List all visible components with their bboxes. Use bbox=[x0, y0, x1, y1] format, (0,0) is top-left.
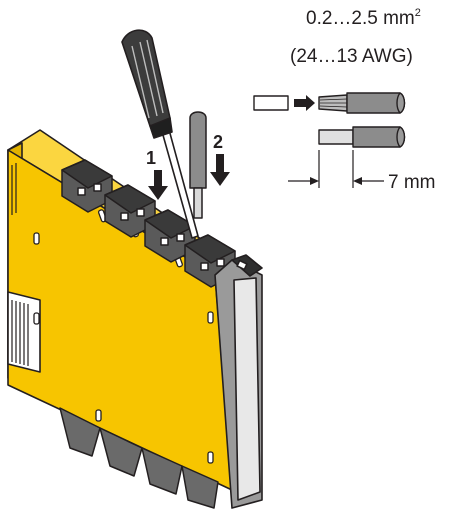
terminal-block-3 bbox=[144, 209, 196, 263]
insert-arrow bbox=[294, 95, 315, 111]
step-2-label: 2 bbox=[213, 132, 223, 152]
ferrule bbox=[253, 95, 289, 111]
strands bbox=[319, 98, 348, 108]
wire-range-label: 0.2…2.5 mm2 bbox=[306, 7, 421, 29]
bottom-plug-2 bbox=[99, 427, 143, 477]
bottom-terminals bbox=[59, 407, 219, 509]
vent-ribs bbox=[11, 163, 17, 215]
dim-arrow-left bbox=[310, 177, 319, 185]
screwdriver bbox=[121, 29, 199, 239]
dim-arrow-right bbox=[353, 177, 362, 185]
cable-end-bottom bbox=[396, 126, 406, 148]
wire-range-value: 0.2…2.5 mm bbox=[306, 8, 415, 29]
step-2-arrow bbox=[210, 154, 230, 186]
wire-conductor bbox=[193, 187, 203, 219]
step-arrows bbox=[148, 154, 230, 200]
rail-clip-ribs bbox=[11, 300, 29, 366]
step-1-arrow bbox=[148, 170, 168, 200]
cable-insulation-top bbox=[346, 92, 406, 114]
bottom-plug-1 bbox=[59, 407, 101, 457]
strip-length-dimension bbox=[288, 150, 384, 188]
solid-conductor bbox=[318, 129, 354, 145]
wire-vertical bbox=[189, 111, 207, 219]
terminal-block-2 bbox=[104, 184, 156, 238]
ferrule-detail bbox=[253, 92, 406, 148]
screwdriver-grip-top bbox=[149, 117, 173, 139]
wire-insulation bbox=[189, 111, 207, 189]
wire-range-superscript: 2 bbox=[415, 7, 421, 19]
cable-end-top bbox=[396, 92, 406, 114]
handle-grooves bbox=[131, 39, 164, 119]
awg-label: (24…13 AWG) bbox=[290, 46, 413, 67]
screwdriver-handle bbox=[121, 29, 171, 131]
step-1-label: 1 bbox=[146, 148, 156, 168]
front-panel bbox=[214, 254, 263, 509]
bottom-plug-3 bbox=[141, 447, 183, 495]
bottom-plug-4 bbox=[181, 465, 219, 509]
strip-length-label: 7 mm bbox=[388, 172, 436, 193]
